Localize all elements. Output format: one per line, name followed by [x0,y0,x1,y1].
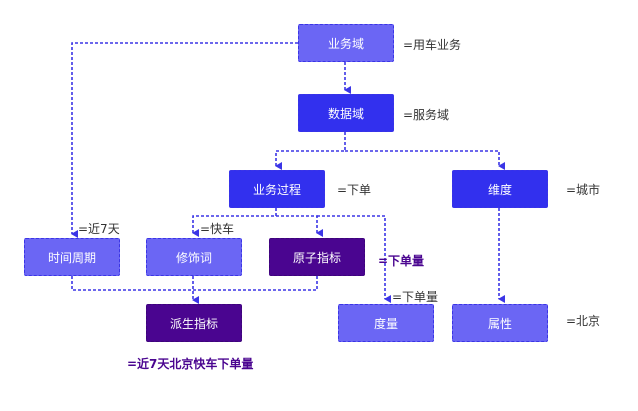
node-business-domain[interactable]: 业务域 [298,24,394,62]
annotation-measure: =下单量 [392,290,439,304]
edge-business-to-time [71,42,298,238]
annotation-data-domain: =服务域 [403,108,450,122]
node-derived-metric[interactable]: 派生指标 [146,304,242,342]
annotation-business-process: =下单 [337,183,372,197]
edge-process-to-atomic [276,215,323,237]
annotation-business-domain: =用车业务 [403,38,462,52]
node-data-domain[interactable]: 数据域 [298,94,394,132]
edge-process-to-measure [317,215,391,303]
annotation-atomic-metric: =下单量 [378,254,425,268]
node-modifier[interactable]: 修饰词 [146,238,242,276]
node-atomic-metric[interactable]: 原子指标 [269,238,365,276]
edge-time-merge [71,276,318,291]
annotation-time-period: =近7天 [78,222,120,236]
edge-data-split [275,132,346,170]
annotation-dimension: =城市 [566,183,601,197]
annotation-modifier: =快车 [200,222,235,236]
node-time-period[interactable]: 时间周期 [24,238,120,276]
node-attribute[interactable]: 属性 [452,304,548,342]
node-dimension[interactable]: 维度 [452,170,548,208]
node-measure[interactable]: 度量 [338,304,434,342]
edge-data-to-dimension [345,150,505,170]
annotation-derived-metric: =近7天北京快车下单量 [127,357,254,371]
node-business-process[interactable]: 业务过程 [229,170,325,208]
annotation-attribute: =北京 [566,314,601,328]
